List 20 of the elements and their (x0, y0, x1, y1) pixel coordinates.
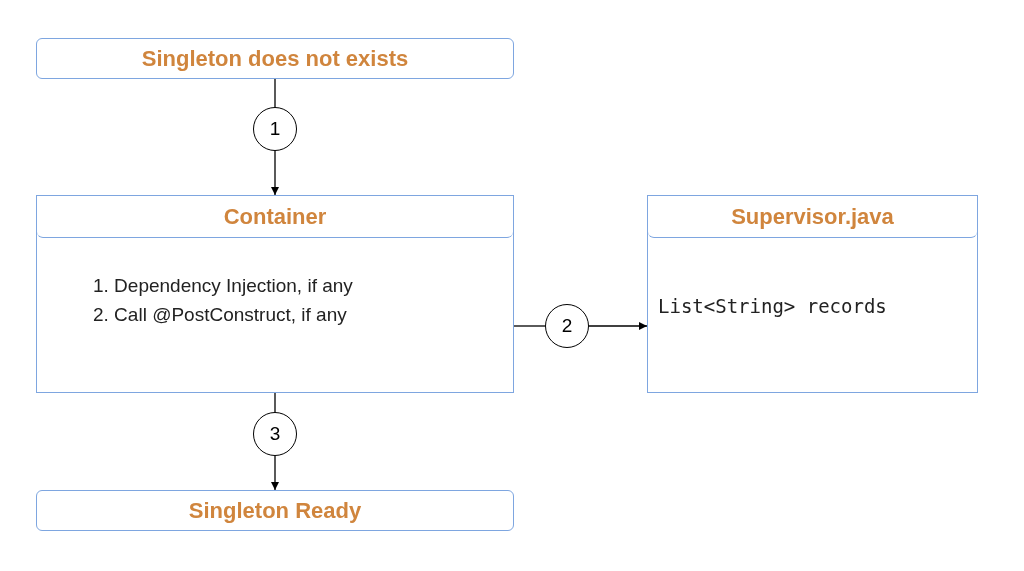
card-title: Supervisor.java (731, 203, 894, 231)
connector-line (274, 78, 276, 108)
step-number: 3 (269, 421, 281, 446)
state-title: Singleton Ready (188, 497, 362, 525)
arrow (588, 322, 648, 330)
code-text: List<String> records (658, 293, 888, 319)
step-number: 1 (269, 116, 281, 141)
state-title: Singleton does not exists (141, 45, 409, 73)
list-item: 2. Call @PostConstruct, if any (93, 303, 348, 327)
list-item: 1. Dependency Injection, if any (93, 274, 354, 298)
card-title: Container (223, 203, 327, 231)
step-number: 2 (561, 313, 573, 338)
arrow (271, 455, 279, 491)
state-box (36, 490, 514, 531)
class-card (36, 195, 514, 393)
connector-line (274, 392, 276, 413)
arrow (271, 150, 279, 196)
class-card (647, 195, 978, 393)
connector-line (513, 325, 546, 327)
state-box (36, 38, 514, 79)
